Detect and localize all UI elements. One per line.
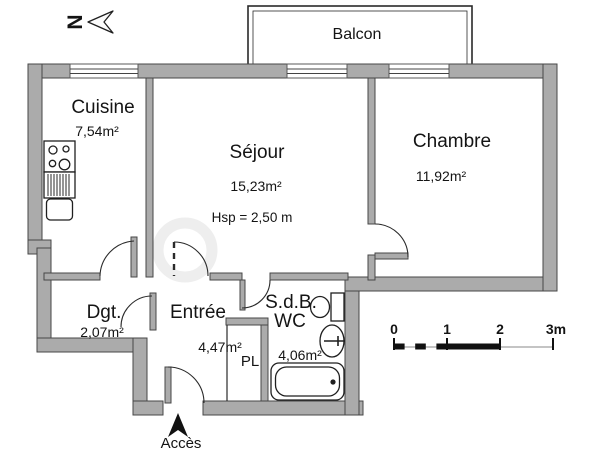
windows bbox=[69, 63, 450, 79]
sdb-area: 4,06m² bbox=[278, 347, 322, 363]
scale-tick-1: 1 bbox=[443, 321, 451, 337]
toilet-fixture bbox=[309, 292, 345, 322]
scale-tick-3: 3m bbox=[546, 321, 566, 337]
access-label: Accès bbox=[161, 435, 202, 450]
access-indicator: Accès bbox=[161, 413, 202, 450]
cuisine-name: Cuisine bbox=[71, 97, 134, 118]
exterior-walls bbox=[27, 63, 558, 416]
balcony: Balcon bbox=[247, 5, 473, 69]
drainer-fixture bbox=[43, 171, 76, 199]
door-cuisine bbox=[99, 236, 138, 278]
sejour-name: Séjour bbox=[230, 142, 286, 163]
sdb-name: S.d.B. bbox=[265, 292, 317, 313]
scale-tick-0: 0 bbox=[390, 321, 398, 337]
cuisine-area: 7,54m² bbox=[75, 123, 119, 139]
room-labels: Cuisine 7,54m² Séjour 15,23m² Hsp = 2,50… bbox=[71, 97, 491, 370]
interior-walls bbox=[43, 77, 376, 402]
scale-bar: 0 1 2 3m bbox=[390, 321, 566, 350]
dgt-name: Dgt. bbox=[87, 302, 122, 323]
sink-fixture bbox=[45, 198, 74, 221]
chambre-name: Chambre bbox=[413, 131, 491, 152]
door-chambre bbox=[374, 223, 409, 260]
door-dgt bbox=[120, 292, 157, 331]
bathtub-fixture bbox=[270, 362, 345, 401]
window-sejour bbox=[286, 63, 348, 79]
door-sejour bbox=[172, 241, 209, 277]
access-arrow-icon bbox=[168, 413, 188, 437]
bathroom-fixtures bbox=[270, 292, 345, 401]
dgt-area: 2,07m² bbox=[80, 324, 124, 340]
north-arrow-icon bbox=[87, 10, 114, 34]
kitchen-unit bbox=[43, 140, 76, 221]
watermark bbox=[152, 217, 218, 283]
door-entrance bbox=[164, 366, 205, 404]
washbasin-fixture bbox=[319, 324, 345, 358]
door-sdb bbox=[239, 279, 271, 311]
chambre-area: 11,92m² bbox=[416, 168, 467, 184]
window-chambre bbox=[388, 63, 450, 79]
balcony-label: Balcon bbox=[333, 26, 382, 43]
doors bbox=[99, 223, 409, 404]
wc-name: WC bbox=[274, 311, 306, 332]
scale-tick-2: 2 bbox=[496, 321, 504, 337]
placard-label: PL bbox=[241, 353, 259, 370]
north-arrow: N bbox=[64, 10, 114, 34]
north-letter: N bbox=[64, 14, 87, 29]
entree-name: Entrée bbox=[170, 302, 226, 323]
entree-area: 4,47m² bbox=[198, 339, 242, 355]
window-cuisine bbox=[69, 63, 139, 79]
sejour-area: 15,23m² bbox=[230, 178, 282, 194]
stove-fixture bbox=[43, 140, 76, 173]
sejour-ceiling-height: Hsp = 2,50 m bbox=[212, 210, 293, 225]
